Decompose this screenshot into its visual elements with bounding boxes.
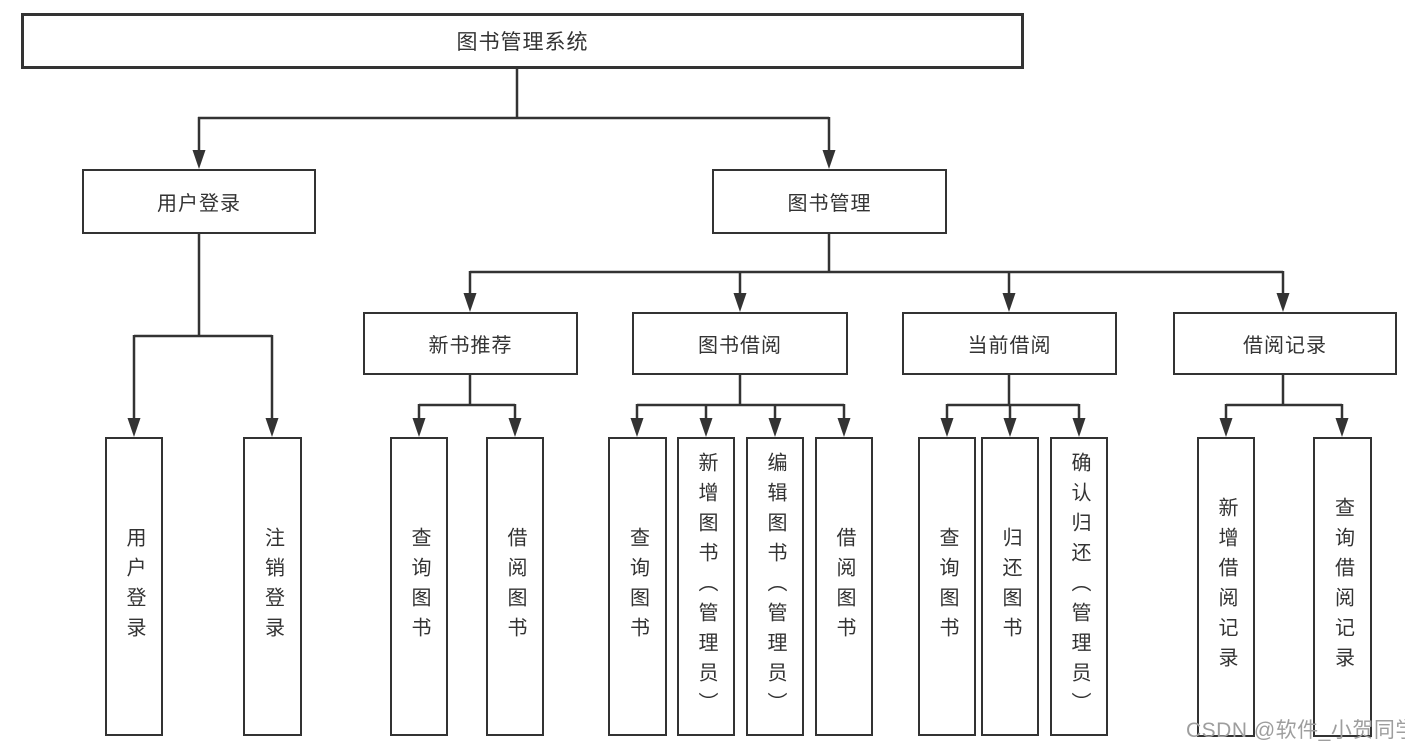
leaf-return-books: 归还图书: [981, 437, 1039, 736]
leaf-edit-books-admin: 编辑图书（管理员）: [746, 437, 804, 736]
leaf-query-books-current: 查询图书: [918, 437, 976, 736]
leaf-add-books-admin: 新增图书（管理员）: [677, 437, 735, 736]
leaf-query-books-borrowing: 查询图书: [608, 437, 667, 736]
node-new-book-recommend: 新书推荐: [363, 312, 578, 375]
leaf-query-books-recommend: 查询图书: [390, 437, 448, 736]
node-user-login: 用户登录: [82, 169, 316, 234]
node-borrow-records: 借阅记录: [1173, 312, 1397, 375]
leaf-borrow-books-recommend: 借阅图书: [486, 437, 544, 736]
leaf-borrow-books-borrowing: 借阅图书: [815, 437, 873, 736]
leaf-confirm-return-admin: 确认归还（管理员）: [1050, 437, 1108, 736]
leaf-logout: 注销登录: [243, 437, 302, 736]
node-library-system: 图书管理系统: [21, 13, 1024, 69]
leaf-query-borrow-record: 查询借阅记录: [1313, 437, 1372, 737]
node-book-management: 图书管理: [712, 169, 947, 234]
leaf-add-borrow-record: 新增借阅记录: [1197, 437, 1255, 737]
leaf-user-login: 用户登录: [105, 437, 163, 736]
node-current-borrowing: 当前借阅: [902, 312, 1117, 375]
watermark: CSDN @软件_小贺同学: [1186, 719, 1405, 742]
node-book-borrowing: 图书借阅: [632, 312, 848, 375]
